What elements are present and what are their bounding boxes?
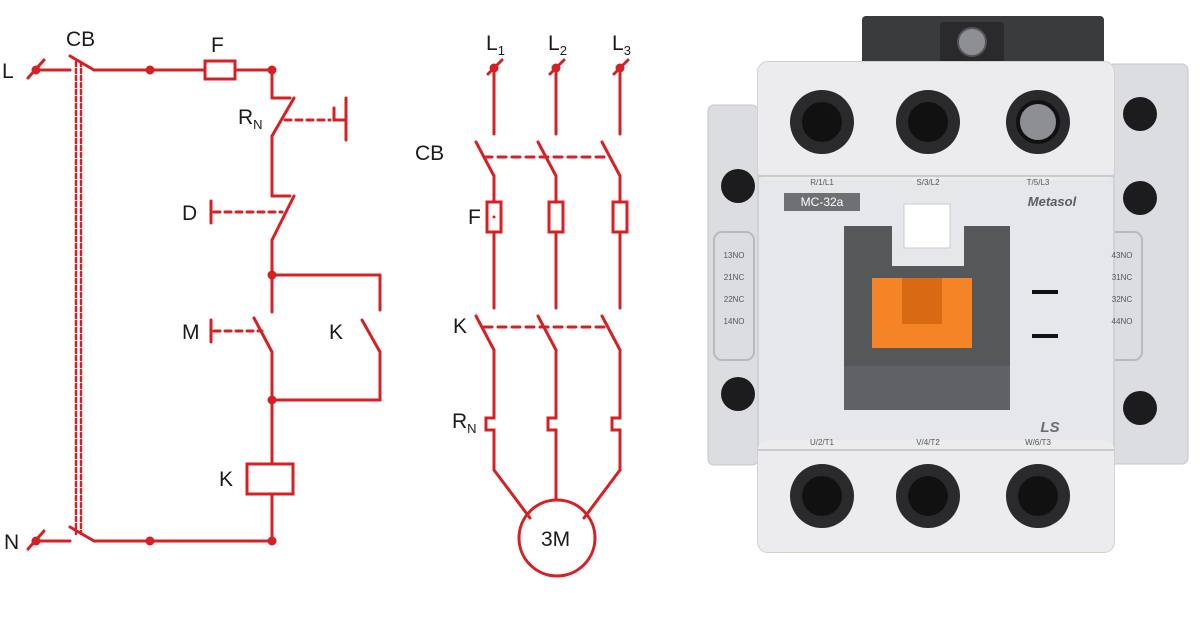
left-aux-label: 22NC xyxy=(724,295,745,304)
left-aux-screw-icon xyxy=(721,169,755,203)
line-terminal-dot xyxy=(31,65,41,75)
right-aux-screw-icon xyxy=(1123,97,1157,131)
fuse-symbol xyxy=(203,59,237,81)
junction-dot xyxy=(267,65,277,75)
start-label: M xyxy=(182,321,200,344)
contactor-illustration xyxy=(707,16,1189,553)
hold-contact-label: K xyxy=(329,321,343,344)
coil-symbol xyxy=(245,462,295,496)
contactor-blade xyxy=(536,314,558,352)
bottom-terminal-label: W/6/T3 xyxy=(1025,438,1051,447)
actuator-base xyxy=(844,366,1010,410)
phase-terminal-dots xyxy=(489,63,625,73)
relay-thermal-element xyxy=(332,96,348,142)
left-aux-label: 21NC xyxy=(724,273,745,282)
top-terminal-label: S/3/L2 xyxy=(916,178,940,187)
right-aux-label: 31NC xyxy=(1112,273,1133,282)
bottom-terminal-label: U/2/T1 xyxy=(810,438,835,447)
left-aux-label: 14NO xyxy=(724,317,745,326)
terminal-screw-icon-inner xyxy=(1018,476,1058,516)
left-aux-label-frame xyxy=(713,231,755,361)
top-terminal-label: R/1/L1 xyxy=(810,178,834,187)
contactor-labels: R/1/L1 S/3/L2 T/5/L3 U/2/T1 V/4/T2 W/6/T… xyxy=(724,178,1133,447)
stop-label: D xyxy=(182,202,197,225)
phase-2-branch xyxy=(536,58,566,502)
terminal-screw-icon-inner xyxy=(802,476,842,516)
control-junctions xyxy=(31,65,277,546)
junction-dot xyxy=(145,536,155,546)
breaker-label: CB xyxy=(66,28,95,51)
model-label: MC-32a xyxy=(801,195,844,209)
neutral-label: N xyxy=(4,531,19,554)
contactor-blade xyxy=(600,314,622,352)
power-fuse-label: F xyxy=(468,206,481,229)
phase-terminal-dot xyxy=(489,63,499,73)
phase-3-label: L3 xyxy=(612,32,631,58)
phase-1-label: L1 xyxy=(486,32,505,58)
left-aux-label: 13NO xyxy=(724,251,745,260)
neutral-terminal-dot xyxy=(31,536,41,546)
right-aux-label: 44NO xyxy=(1112,317,1133,326)
relay-heater xyxy=(610,410,622,438)
relay-blade xyxy=(270,96,296,138)
terminal-screw-icon-inner xyxy=(908,102,948,142)
right-aux-label: 43NO xyxy=(1112,251,1133,260)
brand-label: Metasol xyxy=(1028,194,1077,209)
motor-lead xyxy=(492,468,532,520)
top-terminal-label: T/5/L3 xyxy=(1027,178,1050,187)
left-aux-screw-icon xyxy=(721,377,755,411)
line-label: L xyxy=(2,60,14,83)
motor-label: 3M xyxy=(541,528,570,551)
cb-blade xyxy=(536,140,558,178)
relay-heater xyxy=(484,410,496,438)
junction-dot xyxy=(267,395,277,405)
right-aux-screw-icon xyxy=(1123,181,1157,215)
left-aux-block xyxy=(707,104,759,466)
junction-dot xyxy=(267,270,277,280)
indicator-window xyxy=(903,203,951,249)
hold-contact-blade xyxy=(360,318,382,354)
relay-heater xyxy=(546,410,558,438)
stop-blade xyxy=(270,194,296,242)
relay-label: RN xyxy=(238,106,263,132)
terminal-screw-icon-inner xyxy=(908,476,948,516)
cb-blade xyxy=(474,140,496,178)
control-labels: L CB F RN D M K K N xyxy=(2,28,343,554)
motor-lead xyxy=(582,468,622,520)
coil-label: K xyxy=(219,468,233,491)
model-badge xyxy=(784,193,860,211)
power-contactor-label: K xyxy=(453,315,467,338)
contactor-blade xyxy=(474,314,496,352)
terminal-screw-icon-inner xyxy=(1016,100,1060,144)
fuse-symbol xyxy=(611,200,629,234)
control-circuit xyxy=(26,54,382,551)
phase-terminal-dot xyxy=(615,63,625,73)
fuse-symbol xyxy=(547,200,565,234)
maker-logo: LS xyxy=(1040,419,1059,436)
power-labels: L1 L2 L3 CB F K RN 3M xyxy=(415,32,631,551)
fuse-label: F xyxy=(211,34,224,57)
phase-terminal-dot xyxy=(551,63,561,73)
junction-dot xyxy=(145,65,155,75)
cb-blade xyxy=(600,140,622,178)
right-aux-screw-icon xyxy=(1123,391,1157,425)
phase-1-branch xyxy=(474,58,532,520)
start-blade xyxy=(252,316,274,354)
power-relay-label: RN xyxy=(452,410,477,436)
junction-dot xyxy=(267,536,277,546)
terminal-screw-icon-inner xyxy=(802,102,842,142)
power-circuit xyxy=(474,58,630,578)
phase-3-branch xyxy=(582,58,630,520)
motor-symbol xyxy=(517,498,597,578)
phase-2-label: L2 xyxy=(548,32,567,58)
bottom-terminal-label: V/4/T2 xyxy=(916,438,940,447)
power-breaker-label: CB xyxy=(415,142,444,165)
top-screw-icon xyxy=(957,27,987,57)
right-aux-label: 32NC xyxy=(1112,295,1133,304)
actuator-orange-slot xyxy=(902,278,942,324)
